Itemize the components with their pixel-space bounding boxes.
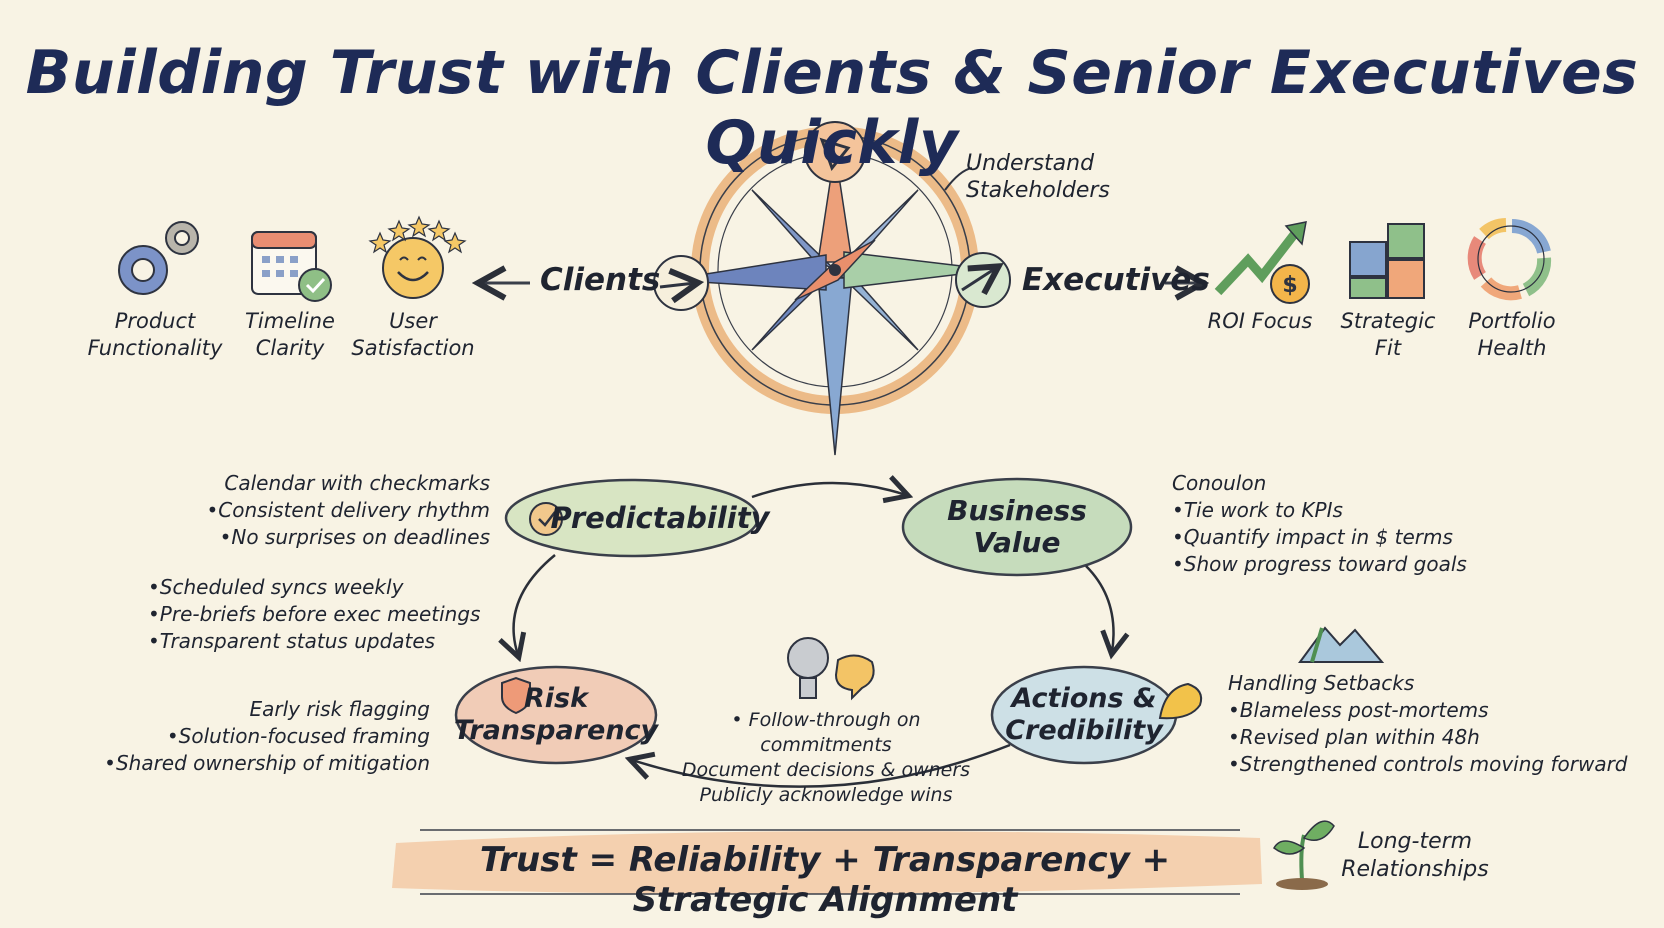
mountain-flag-icon bbox=[1298, 626, 1385, 663]
business-value-note-heading: Conoulon bbox=[1172, 471, 1267, 495]
calendar-check-icon bbox=[251, 231, 332, 302]
business-value-label: Business Value bbox=[947, 494, 1087, 559]
roi-focus-label: ROI Focus bbox=[1207, 309, 1313, 333]
speech-bubble-icon bbox=[834, 654, 875, 701]
risk-note-heading: Early risk flagging bbox=[249, 697, 431, 721]
list-item: Transparent status updates bbox=[148, 628, 488, 655]
page-title: Building Trust with Clients & Senior Exe… bbox=[25, 38, 1639, 178]
lightbulb-gear-icon bbox=[787, 637, 829, 699]
growth-dollar-icon bbox=[1214, 221, 1310, 304]
smiley-stars-icon bbox=[368, 215, 467, 299]
user-satisfaction-label: User Satisfaction bbox=[351, 309, 475, 360]
clients-label: Clients bbox=[540, 262, 661, 298]
follow-through-text: Follow-through on commitments bbox=[748, 709, 921, 756]
strategic-fit-label: Strategic Fit bbox=[1340, 309, 1436, 360]
list-item: Blameless post-mortems bbox=[1228, 697, 1638, 724]
trust-formula: Trust = Reliability + Transparency + Str… bbox=[479, 840, 1171, 920]
risk-transparency-label: Risk Transparency bbox=[453, 683, 659, 746]
actions-credibility-label: Actions & Credibility bbox=[1005, 683, 1163, 746]
predictability-note-heading: Calendar with checkmarks bbox=[224, 471, 490, 495]
setbacks-note: Handling Setbacks Blameless post-mortems… bbox=[1228, 670, 1638, 778]
puzzle-icon bbox=[1349, 223, 1425, 299]
list-item: Shared ownership of mitigation bbox=[100, 750, 430, 777]
compass-icon bbox=[653, 121, 1011, 456]
arrow-value-to-actions bbox=[1085, 565, 1114, 652]
setbacks-note-heading: Handling Setbacks bbox=[1228, 671, 1415, 695]
list-item: Publicly acknowledge wins bbox=[699, 784, 953, 806]
arrow-actions-to-risk bbox=[632, 743, 1011, 788]
sprout-icon bbox=[1273, 820, 1335, 890]
risk-note: Early risk flagging Solution-focused fra… bbox=[100, 696, 430, 777]
handshake-icon bbox=[1158, 682, 1203, 720]
shield-icon bbox=[501, 676, 531, 715]
formula-highlight bbox=[392, 831, 1262, 895]
executives-label: Executives bbox=[1022, 262, 1210, 298]
check-badge-icon bbox=[529, 502, 563, 536]
list-item: Pre-briefs before exec meetings bbox=[148, 601, 488, 628]
list-item: No surprises on deadlines bbox=[150, 524, 490, 551]
list-item: Revised plan within 48h bbox=[1228, 724, 1638, 751]
list-item: Consistent delivery rhythm bbox=[150, 497, 490, 524]
gears-icon bbox=[118, 221, 199, 295]
list-item: Document decisions & owners bbox=[681, 759, 971, 781]
list-item: Solution-focused framing bbox=[100, 723, 430, 750]
dollar-icon: $ bbox=[1282, 273, 1297, 298]
list-item: Strengthened controls moving forward bbox=[1228, 751, 1638, 778]
list-item: Quantify impact in $ terms bbox=[1172, 524, 1512, 551]
portfolio-health-label: Portfolio Health bbox=[1468, 309, 1556, 360]
long-term-relationships-label: Long-term Relationships bbox=[1341, 829, 1489, 882]
predictability-label: Predictability bbox=[550, 501, 770, 535]
business-value-oval bbox=[901, 477, 1133, 577]
follow-through-note: • Follow-through on commitments Document… bbox=[676, 708, 976, 808]
product-functionality-label: Product Functionality bbox=[87, 309, 223, 360]
list-item: Show progress toward goals bbox=[1172, 551, 1512, 578]
arrow-predictability-to-risk bbox=[514, 554, 556, 655]
list-item: Tie work to KPIs bbox=[1172, 497, 1512, 524]
list-item: • Follow-through on commitments bbox=[731, 709, 921, 756]
communication-note: Scheduled syncs weekly Pre-briefs before… bbox=[148, 574, 488, 655]
timeline-clarity-label: Timeline Clarity bbox=[245, 309, 335, 360]
predictability-note: Calendar with checkmarks Consistent deli… bbox=[150, 470, 490, 551]
business-value-note: Conoulon Tie work to KPIs Quantify impac… bbox=[1172, 470, 1512, 578]
arrow-predictability-to-value bbox=[751, 483, 906, 497]
understand-stakeholders-label: Understand Stakeholders bbox=[966, 151, 1110, 203]
predictability-oval bbox=[504, 478, 760, 558]
list-item: Scheduled syncs weekly bbox=[148, 574, 488, 601]
